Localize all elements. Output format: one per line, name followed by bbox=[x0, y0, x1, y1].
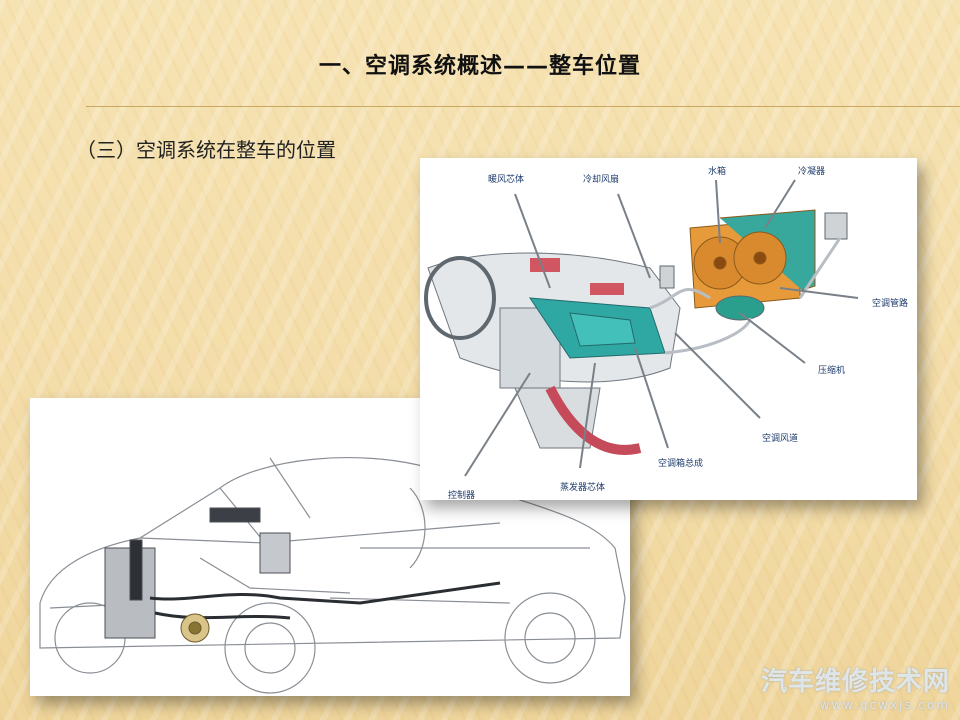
title-divider bbox=[86, 106, 960, 107]
label-ac-pipe: 空调管路 bbox=[872, 297, 908, 309]
label-ac-duct: 空调风道 bbox=[762, 432, 798, 444]
label-condenser: 冷凝器 bbox=[798, 165, 825, 177]
label-cooling-fan: 冷却风扇 bbox=[583, 173, 619, 185]
slide-title: 一、空调系统概述——整车位置 bbox=[318, 54, 641, 79]
watermark-url: www.qcwxjs.com bbox=[819, 698, 950, 712]
label-heater-core: 暖风芯体 bbox=[488, 173, 524, 185]
label-radiator: 水箱 bbox=[708, 165, 726, 177]
watermark-brand: 汽车维修技术网 bbox=[760, 667, 950, 697]
slide-subtitle: （三）空调系统在整车的位置 bbox=[76, 138, 336, 162]
label-controller: 控制器 bbox=[448, 489, 475, 500]
label-compressor: 压缩机 bbox=[818, 364, 845, 376]
label-evaporator-core: 蒸发器芯体 bbox=[560, 481, 605, 493]
label-ac-box: 空调箱总成 bbox=[658, 457, 703, 469]
site-watermark: 汽车维修技术网 www.qcwxjs.com bbox=[761, 661, 950, 712]
ac-system-diagram: 暖风芯体 冷却风扇 水箱 冷凝器 空调管路 压缩机 空调风道 空调箱总成 蒸发器… bbox=[420, 158, 917, 500]
